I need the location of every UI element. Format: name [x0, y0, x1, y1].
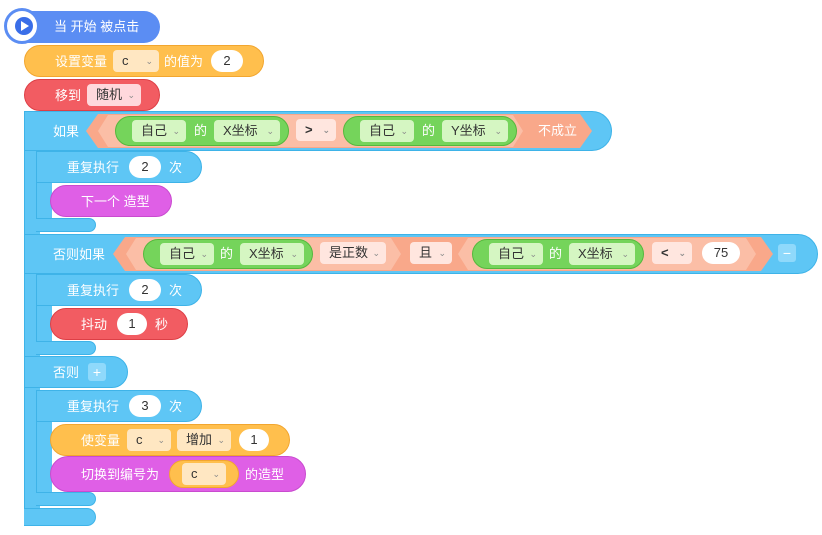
play-icon[interactable] — [4, 8, 40, 44]
repeat1-unit-label: 次 — [169, 160, 183, 175]
switch-costume-suffix-label: 的造型 — [245, 467, 285, 482]
else-if-operator-dropdown[interactable]: <⌄ — [652, 242, 692, 264]
chevron-down-icon: ⌄ — [217, 435, 225, 445]
repeat2-bottom — [36, 341, 96, 355]
chevron-down-icon: ⌄ — [212, 469, 220, 479]
when-start-clicked-block[interactable] — [16, 11, 160, 43]
chevron-down-icon: ⌄ — [200, 249, 208, 259]
add-branch-button[interactable]: + — [88, 363, 106, 381]
else-if-right-object-dropdown[interactable]: 自己⌄ — [489, 243, 543, 265]
repeat3-label: 重复执行 — [67, 399, 120, 414]
else-if-check-dropdown[interactable]: 是正数⌄ — [320, 242, 386, 264]
shake-unit-label: 秒 — [155, 317, 169, 332]
repeat1-label: 重复执行 — [67, 160, 120, 175]
switch-costume-var-dropdown[interactable]: c⌄ — [182, 463, 226, 485]
shake-label: 抖动 — [81, 317, 108, 332]
else-if-left-sensing[interactable]: 自己⌄ 的 X坐标⌄ — [143, 239, 313, 269]
change-variable-var-dropdown[interactable]: c⌄ — [127, 429, 171, 451]
hat-label: 当 开始 被点击 — [54, 19, 140, 34]
set-variable-value-input[interactable]: 2 — [211, 50, 243, 72]
repeat1-times-input[interactable]: 2 — [129, 156, 161, 178]
else-if-right-sensing[interactable]: 自己⌄ 的 X坐标⌄ — [472, 239, 644, 269]
repeat3-bottom — [36, 492, 96, 506]
repeat1-block[interactable]: 重复执行 2 次 — [36, 151, 202, 183]
remove-branch-button[interactable]: − — [778, 244, 796, 262]
chevron-down-icon: ⌄ — [621, 249, 629, 259]
repeat2-block[interactable]: 重复执行 2 次 — [36, 274, 202, 306]
if-right-object-dropdown[interactable]: 自己⌄ — [360, 120, 414, 142]
repeat2-times-input[interactable]: 2 — [129, 279, 161, 301]
move-to-label: 移到 — [55, 88, 82, 103]
repeat3-unit-label: 次 — [169, 399, 183, 414]
chevron-down-icon: ⌄ — [290, 249, 298, 259]
if-left-prop-dropdown[interactable]: X坐标⌄ — [214, 120, 280, 142]
chevron-down-icon: ⌄ — [400, 126, 408, 136]
repeat2-label: 重复执行 — [67, 283, 120, 298]
chevron-down-icon: ⌄ — [266, 126, 274, 136]
next-costume-label: 下一个 造型 — [81, 194, 150, 209]
if-left-object-dropdown[interactable]: 自己⌄ — [132, 120, 186, 142]
chevron-down-icon: ⌄ — [172, 126, 180, 136]
if-left-sensing[interactable]: 自己⌄ 的 X坐标⌄ — [115, 116, 289, 146]
if-operator-dropdown[interactable]: >⌄ — [296, 119, 336, 141]
else-if-left-object-dropdown[interactable]: 自己⌄ — [160, 243, 214, 265]
else-label: 否则 — [53, 365, 80, 380]
set-variable-var-dropdown[interactable]: c⌄ — [113, 50, 159, 72]
else-if-and-dropdown[interactable]: 且⌄ — [410, 242, 452, 264]
if-else-bottom-arm — [24, 508, 96, 526]
shake-value-input[interactable]: 1 — [117, 313, 147, 335]
if-suffix-label: 不成立 — [538, 123, 578, 138]
else-if-left-prop-dropdown[interactable]: X坐标⌄ — [240, 243, 304, 265]
else-if-value-input[interactable]: 75 — [702, 242, 740, 264]
repeat3-block[interactable]: 重复执行 3 次 — [36, 390, 202, 422]
chevron-down-icon: ⌄ — [157, 435, 165, 445]
next-costume-block[interactable]: 下一个 造型 — [50, 185, 172, 217]
shake-block[interactable]: 抖动 1 秒 — [50, 308, 188, 340]
chevron-down-icon: ⌄ — [372, 248, 380, 258]
else-if-left-of-label: 的 — [220, 246, 234, 261]
set-variable-mid-label: 的值为 — [164, 54, 204, 69]
else-header[interactable]: 否则 — [24, 356, 128, 388]
change-variable-block[interactable]: 使变量 c⌄ 增加⌄ 1 — [50, 424, 290, 456]
if-right-sensing[interactable]: 自己⌄ 的 Y坐标⌄ — [343, 116, 517, 146]
repeat2-unit-label: 次 — [169, 283, 183, 298]
repeat3-times-input[interactable]: 3 — [129, 395, 161, 417]
else-if-right-of-label: 的 — [549, 246, 563, 261]
chevron-down-icon: ⌄ — [494, 126, 502, 136]
repeat1-bottom — [36, 218, 96, 232]
if-right-of-label: 的 — [422, 123, 436, 138]
if-right-prop-dropdown[interactable]: Y坐标⌄ — [442, 120, 508, 142]
move-to-target-dropdown[interactable]: 随机⌄ — [87, 84, 141, 106]
chevron-down-icon: ⌄ — [438, 248, 446, 258]
set-variable-label: 设置变量 — [55, 54, 108, 69]
chevron-down-icon: ⌄ — [322, 125, 330, 135]
set-variable-block[interactable]: 设置变量 c⌄ 的值为 2 — [24, 45, 264, 77]
change-variable-op-dropdown[interactable]: 增加⌄ — [177, 429, 231, 451]
switch-costume-label: 切换到编号为 — [81, 467, 160, 482]
switch-costume-block[interactable]: 切换到编号为 c⌄ 的造型 — [50, 456, 306, 492]
move-to-block[interactable]: 移到 随机⌄ — [24, 79, 160, 111]
if-label: 如果 — [53, 124, 80, 139]
switch-costume-var-reporter[interactable]: c⌄ — [169, 460, 239, 488]
change-variable-label: 使变量 — [81, 433, 121, 448]
chevron-down-icon: ⌄ — [678, 248, 686, 258]
else-if-right-prop-dropdown[interactable]: X坐标⌄ — [569, 243, 635, 265]
chevron-down-icon: ⌄ — [529, 249, 537, 259]
change-variable-value-input[interactable]: 1 — [239, 429, 269, 451]
chevron-down-icon: ⌄ — [145, 56, 153, 66]
chevron-down-icon: ⌄ — [127, 90, 135, 100]
if-left-of-label: 的 — [194, 123, 208, 138]
else-if-label: 否则如果 — [53, 247, 106, 262]
